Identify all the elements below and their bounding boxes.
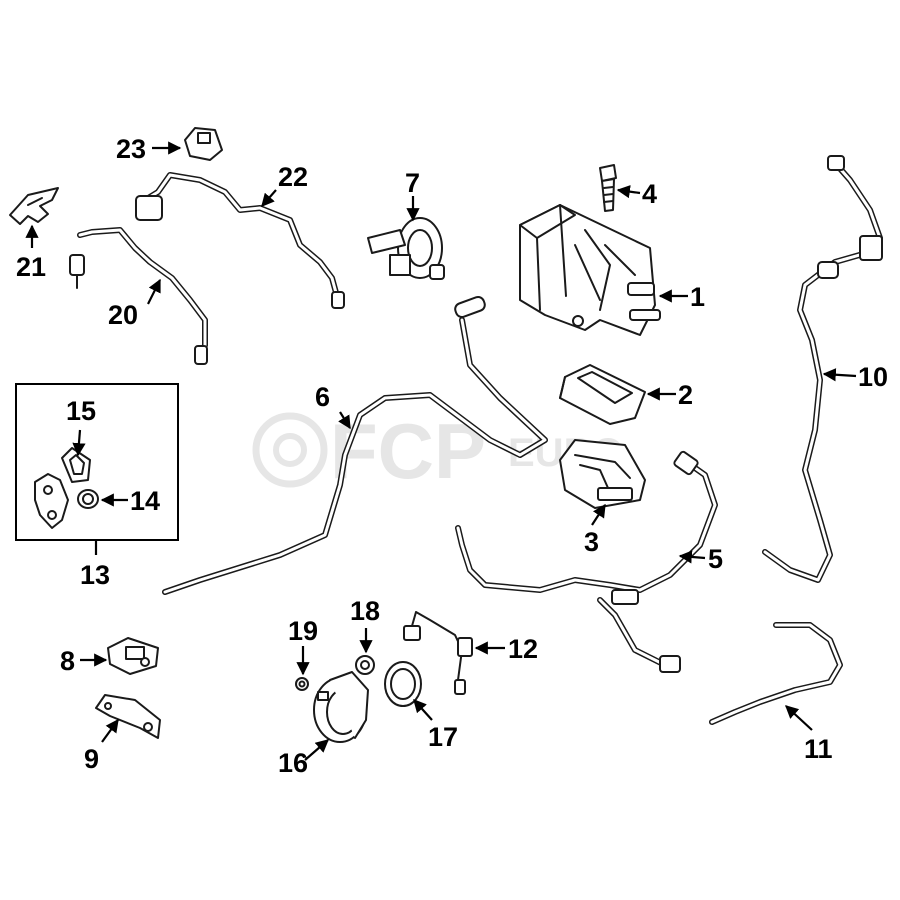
vapor-line-20[interactable] (69, 227, 208, 365)
clip-21[interactable] (9, 187, 59, 225)
kit-group-box (15, 383, 179, 541)
callout-20: 20 (108, 300, 138, 330)
o-ring-18[interactable] (355, 655, 375, 675)
callout-19: 19 (288, 616, 318, 646)
callout-labels: 1 2 3 4 5 6 7 8 9 10 11 12 13 14 15 16 1… (16, 134, 888, 778)
callout-16: 16 (278, 748, 308, 778)
filter-housing[interactable] (559, 439, 646, 509)
callout-13: 13 (80, 560, 110, 590)
callout-2: 2 (678, 380, 693, 410)
clip-23[interactable] (184, 127, 223, 161)
vapor-line-10[interactable] (762, 155, 883, 583)
bracket-9[interactable] (95, 694, 161, 739)
filter-element[interactable] (559, 364, 646, 425)
leak-detection-pump[interactable] (313, 671, 369, 743)
callout-5: 5 (708, 544, 723, 574)
callout-17: 17 (428, 722, 458, 752)
bolt[interactable] (599, 164, 617, 212)
vapor-line-22[interactable] (135, 172, 345, 309)
callout-22: 22 (278, 162, 308, 192)
callout-3: 3 (584, 527, 599, 557)
leader-lines (25, 141, 857, 761)
callout-11: 11 (804, 734, 833, 764)
o-ring-14[interactable] (77, 489, 99, 509)
callout-18: 18 (350, 596, 380, 626)
callout-4: 4 (642, 179, 657, 209)
vapor-hose-5[interactable] (455, 450, 718, 673)
callout-9: 9 (84, 744, 99, 774)
bracket-8[interactable] (107, 637, 159, 675)
callout-23: 23 (116, 134, 146, 164)
charcoal-canister[interactable] (519, 204, 661, 336)
mounting-bracket-13[interactable] (34, 473, 69, 529)
vapor-tube-6[interactable] (162, 295, 548, 595)
callout-12: 12 (508, 634, 538, 664)
purge-valve[interactable] (367, 217, 445, 280)
callout-1: 1 (690, 282, 705, 312)
o-ring-19[interactable] (295, 677, 309, 691)
callout-7: 7 (405, 168, 420, 198)
gasket-15[interactable] (61, 447, 91, 483)
callout-10: 10 (858, 362, 888, 392)
sensor-harness-12[interactable] (403, 611, 473, 695)
callout-15: 15 (66, 396, 96, 426)
seal-ring-17[interactable] (384, 661, 422, 707)
callout-14: 14 (130, 486, 160, 516)
callout-21: 21 (16, 252, 46, 282)
callout-8: 8 (60, 646, 75, 676)
hose-11[interactable] (709, 622, 843, 725)
callout-6: 6 (315, 382, 330, 412)
